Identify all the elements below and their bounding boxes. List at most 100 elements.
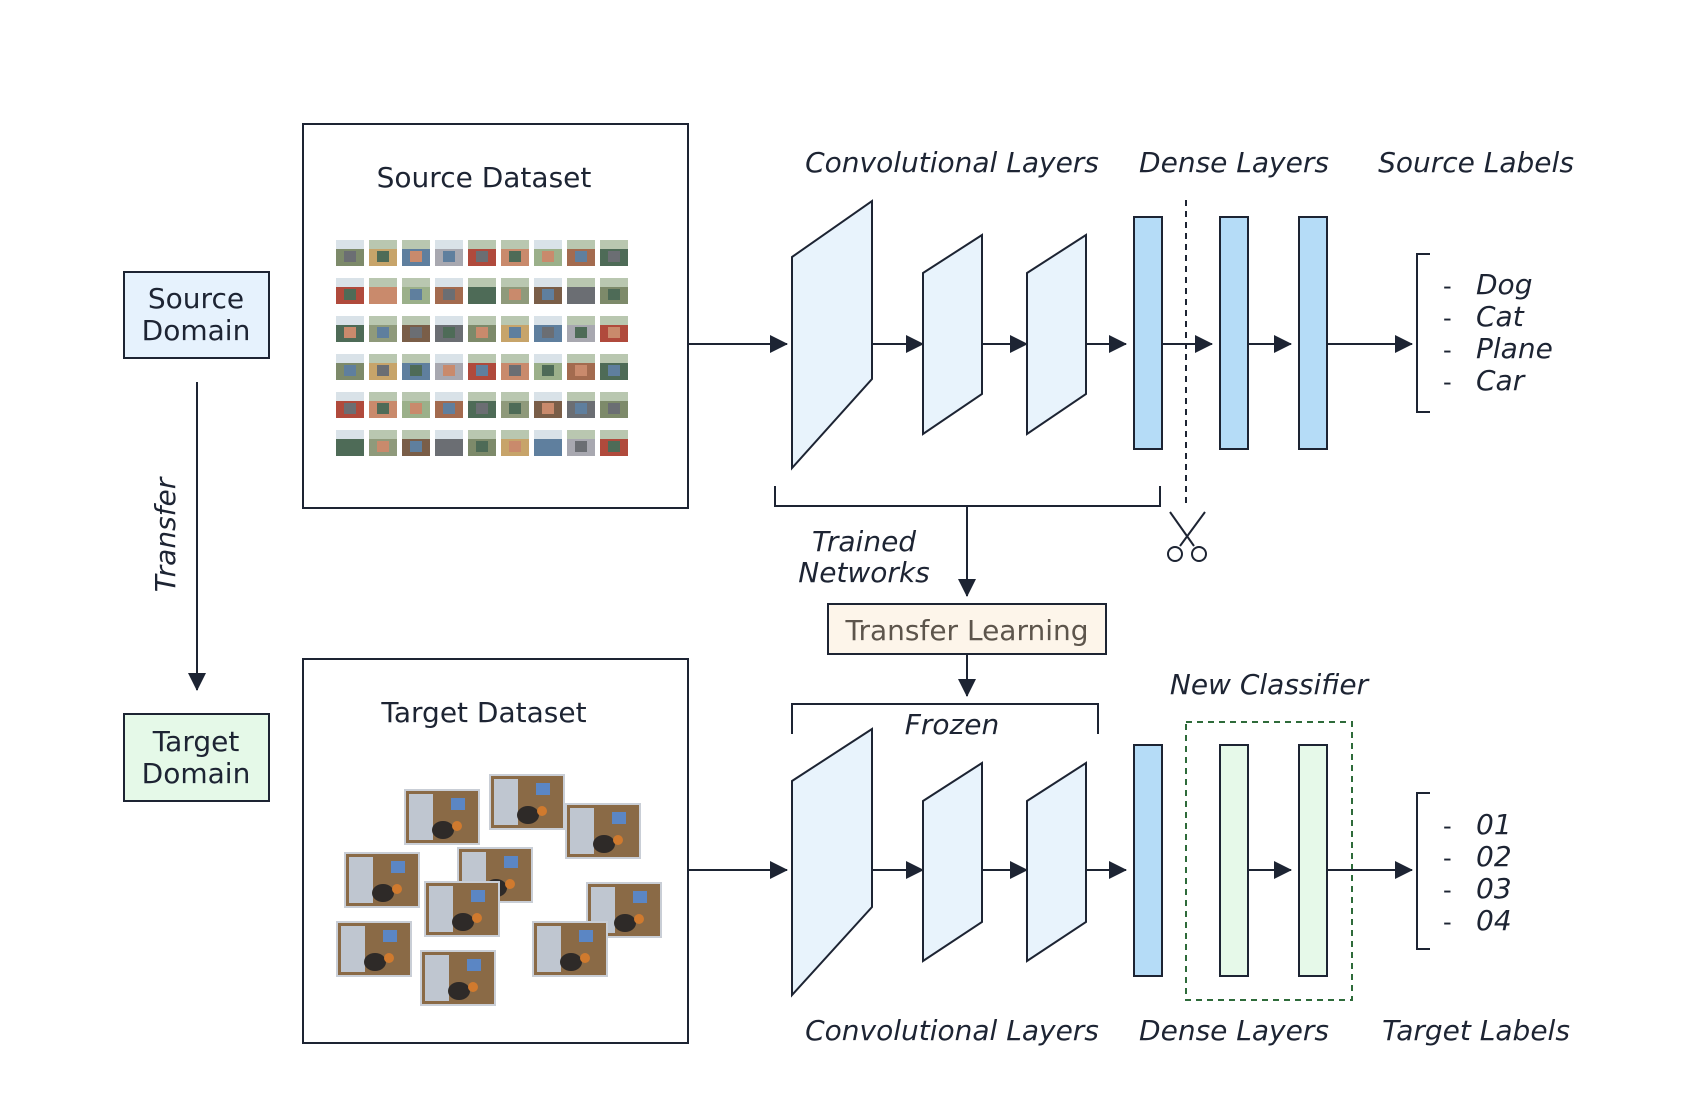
source-thumbnail [336,354,364,380]
bottom-dense-layer-1 [1133,744,1163,977]
source-thumbnail [501,392,529,418]
top-conv-layer-1 [791,199,873,471]
source-thumbnail [534,278,562,304]
top-dense-layer-2 [1219,216,1249,450]
target-thumbnail [336,921,412,977]
target-thumbnail [344,852,420,908]
source-thumbnail [534,392,562,418]
target-thumbnail [404,789,480,845]
source-thumbnail [567,278,595,304]
trained-networks-bracket [774,486,1161,507]
target-label-02: 02 [1476,840,1512,873]
source-thumbnail [336,392,364,418]
source-thumbnail [336,240,364,266]
target-label-dash-4: - [1443,908,1452,936]
target-domain-label-line2: Domain [142,757,251,790]
source-thumbnail [336,278,364,304]
source-thumbnail [336,430,364,456]
top-dense-layer-3 [1298,216,1328,450]
source-thumbnail [468,392,496,418]
source-thumbnail [402,430,430,456]
source-thumbnail [435,240,463,266]
source-thumbnail [600,240,628,266]
source-thumbnail [369,430,397,456]
source-thumbnail [534,354,562,380]
source-thumbnail [501,240,529,266]
source-label-dash-4: - [1443,368,1452,396]
source-thumbnail [534,430,562,456]
source-thumbnail [435,354,463,380]
source-thumbnail [534,316,562,342]
new-classifier-label: New Classifier [1170,668,1370,701]
source-domain-label-line2: Domain [142,314,251,347]
source-label-plane: Plane [1476,332,1553,365]
target-dataset-title: Target Dataset [380,696,586,729]
top-dense-layers-label: Dense Layers [1139,146,1329,179]
top-dense-layer-1 [1133,216,1163,450]
top-conv-layer-3 [1026,233,1087,436]
source-thumbnail [468,240,496,266]
bottom-conv-layer-1 [791,727,873,998]
source-labels-bracket [1416,253,1430,413]
transfer-label: Transfer [149,476,182,592]
source-thumbnail [534,240,562,266]
source-thumbnail [567,430,595,456]
source-thumbnail [402,278,430,304]
source-thumbnail [501,278,529,304]
trained-networks-label-line2: Networks [798,556,930,589]
source-thumbnail [402,392,430,418]
trained-networks-label-line1: Trained [812,525,916,558]
target-thumbnail [424,881,500,937]
source-thumbnail [369,240,397,266]
top-conv-layers-label: Convolutional Layers [805,146,1099,179]
source-label-dash-3: - [1443,336,1452,364]
source-thumbnail [600,316,628,342]
source-thumbnail [600,278,628,304]
source-dataset-title: Source Dataset [377,161,592,194]
bottom-conv-layer-3 [1026,761,1087,963]
new-classifier-box [1185,721,1353,1001]
source-thumbnail [369,354,397,380]
source-thumbnail [501,316,529,342]
scissors-icon [1167,511,1207,562]
source-domain-box [123,271,270,359]
target-thumbnail [532,921,608,977]
source-label-dash-2: - [1443,304,1452,332]
target-image-cluster [336,774,662,1006]
source-thumbnail [600,430,628,456]
source-thumbnail [402,316,430,342]
source-thumbnail [369,278,397,304]
target-thumbnail [565,803,641,859]
target-label-03: 03 [1476,872,1512,905]
source-domain-label-line1: Source [148,282,244,315]
target-domain-box [123,713,270,802]
source-label-car: Car [1476,364,1526,397]
top-conv-layer-2 [922,233,983,436]
classifier-layer-1 [1219,744,1249,977]
source-thumbnail [468,354,496,380]
frozen-bracket [791,703,1099,734]
source-thumbnail [468,316,496,342]
source-thumbnail [435,430,463,456]
source-thumbnail [369,392,397,418]
source-labels-title: Source Labels [1378,146,1574,179]
source-thumbnail [435,392,463,418]
source-thumbnail [600,392,628,418]
source-thumbnail [501,430,529,456]
target-labels-bracket [1416,792,1430,950]
target-thumbnail [489,774,565,830]
source-thumbnail [468,278,496,304]
source-thumbnail [369,316,397,342]
target-labels-title: Target Labels [1382,1014,1570,1047]
classifier-layer-2 [1298,744,1328,977]
frozen-label: Frozen [905,708,999,741]
source-thumbnail [336,316,364,342]
source-thumbnail [501,354,529,380]
source-image-grid [336,240,628,456]
source-label-dash-1: - [1443,272,1452,300]
target-domain-label-line1: Target [152,725,240,758]
target-label-dash-2: - [1443,844,1452,872]
source-thumbnail [567,392,595,418]
bottom-conv-layers-label: Convolutional Layers [805,1014,1099,1047]
